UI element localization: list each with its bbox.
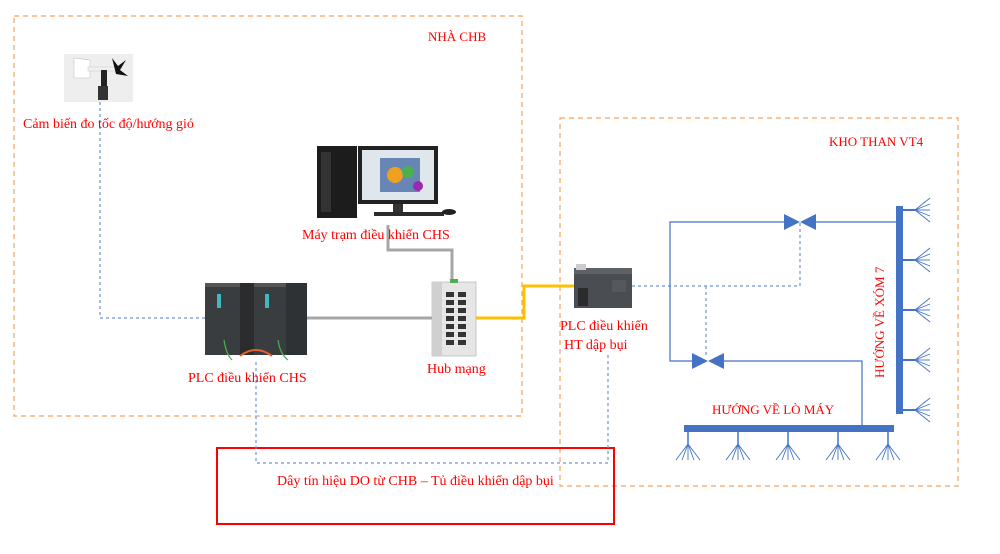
sprinkler-nozzle-icon [875,432,901,461]
header-pipe-lo-may [684,425,894,432]
zone-nha-chb [13,15,523,417]
plc-chs-label: PLC điều khiển CHS [188,371,307,386]
zone-label-nha-chb: NHÀ CHB [428,29,487,44]
signal-wires [99,102,801,464]
sprinkler-nozzle-icon [675,432,701,461]
anemometer-icon [64,54,133,102]
sprinkler-nozzle-icon [903,397,931,423]
plc-dust-label-line2: HT dập bụi [564,338,628,353]
water-pipes [669,221,898,428]
workstation-label: Máy trạm điều khiển CHS [302,228,450,243]
wind-sensor-label: Cảm biến đo tốc độ/hướng gió [23,117,194,132]
sprinkler-nozzle-icon [725,432,751,461]
ethernet-hub-plc-dust [476,284,574,320]
zone-label-kho-than: KHO THAN VT4 [829,134,924,149]
nozzles-lo-may [675,432,901,461]
sprinkler-nozzle-icon [903,197,931,223]
plc-compact-icon [574,264,632,308]
network-switch-icon [431,279,477,357]
valve-lo-may[interactable] [692,353,724,369]
ethernet-workstation-hub [386,225,454,282]
note-label: Dây tín hiệu DO từ CHB – Tủ điều khiển d… [277,474,554,489]
plc-dust-label-line1: PLC điều khiển [560,319,648,334]
nozzles-xom7 [903,197,931,423]
sprinkler-nozzle-icon [825,432,851,461]
zone-kho-than [559,117,959,487]
sprinkler-nozzle-icon [775,432,801,461]
hub-label: Hub mạng [427,362,486,377]
sprinkler-nozzle-icon [903,247,931,273]
signal-wire-plc-valve1 [632,222,801,287]
note-box [216,447,615,525]
pipe-label-lo-may: HƯỚNG VỀ LÒ MÁY [712,402,835,417]
signal-wire-wind-sensor [99,102,205,319]
pipe-label-xom7: HƯỚNG VỀ XÓM 7 [872,266,887,378]
plc-rack-icon [205,283,307,361]
computer-workstation-icon [317,146,456,218]
signal-wire-do-loop [255,352,609,464]
valve-xom7[interactable] [784,214,816,230]
header-pipe-xom7 [896,206,903,414]
sprinkler-nozzle-icon [903,347,931,373]
sprinkler-nozzle-icon [903,297,931,323]
